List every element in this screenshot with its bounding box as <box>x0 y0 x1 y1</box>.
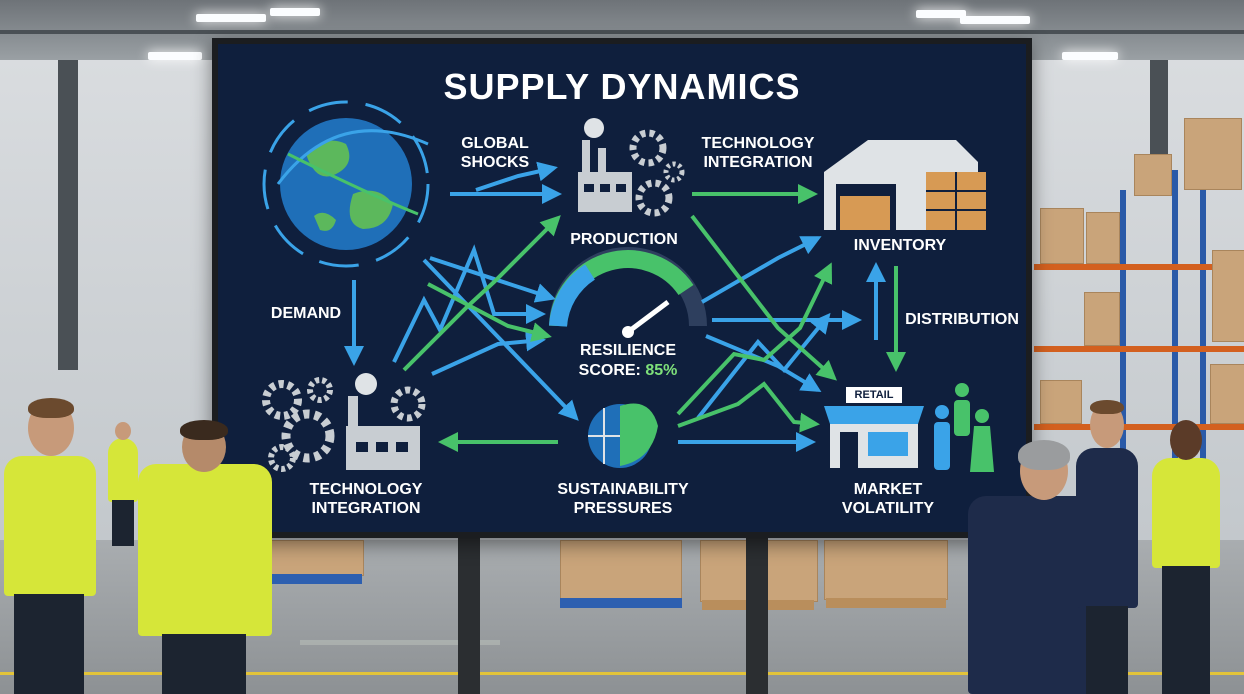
floor-reflection <box>300 640 500 645</box>
label-global-shocks: GLOBAL SHOCKS <box>460 135 530 171</box>
cargo-box <box>1210 364 1244 424</box>
floor-marking <box>0 672 1244 675</box>
worker-head <box>1170 420 1202 460</box>
worker-legs <box>14 594 84 694</box>
flow-arrows-blue <box>344 161 886 452</box>
label-market-volatility: MARKET VOLATILITY <box>841 481 935 517</box>
score-value: 85% <box>645 362 678 379</box>
score-label: SCORE: <box>578 362 641 379</box>
cargo-box <box>1184 118 1242 190</box>
label-technology-integration-top: TECHNOLOGY INTEGRATION <box>701 135 815 171</box>
warehouse-icon <box>824 140 986 230</box>
label-demand: DEMAND <box>270 305 342 322</box>
manager-hair <box>1090 400 1124 414</box>
rack-shelf <box>1034 264 1244 270</box>
cargo-box <box>1040 380 1082 424</box>
display-title: SUPPLY DYNAMICS <box>443 66 801 107</box>
label-distribution: DISTRIBUTION <box>905 311 1019 328</box>
ceiling-light <box>196 14 266 22</box>
worker-yellow-jacket <box>136 420 276 694</box>
ceiling-light <box>960 16 1030 24</box>
cargo-box <box>1134 154 1172 196</box>
store-icon <box>824 406 924 468</box>
manager-hair <box>1018 440 1070 470</box>
rack-upright <box>1172 170 1178 540</box>
display-stand-leg <box>458 538 480 694</box>
supply-dynamics-display: SUPPLY DYNAMICS GLOBAL SHOCKS TECHNOLOGY… <box>212 38 1032 538</box>
label-inventory: INVENTORY <box>853 237 947 254</box>
gear-icon <box>629 129 685 217</box>
worker-background <box>106 420 140 548</box>
diagram-graphics <box>262 100 994 472</box>
worker-hair <box>28 398 74 418</box>
hi-vis-jacket <box>138 464 272 636</box>
worker-legs <box>162 634 246 694</box>
label-technology-integration-bottom: TECHNOLOGY INTEGRATION <box>309 481 423 517</box>
ceiling-light <box>148 52 202 60</box>
worker-head <box>115 422 131 440</box>
people-icon <box>934 383 994 472</box>
worker-hair <box>180 420 228 440</box>
factory-icon <box>346 373 420 470</box>
label-sustainability-pressures: SUSTAINABILITY PRESSURES <box>557 481 689 517</box>
cargo-box <box>1086 212 1120 264</box>
cargo-box <box>1212 250 1244 342</box>
gear-icon <box>262 377 426 472</box>
hi-vis-vest <box>108 438 138 502</box>
pallet <box>826 598 946 608</box>
flow-arrows-green <box>402 184 906 452</box>
retail-sign: RETAIL <box>846 387 902 403</box>
cargo-box <box>824 540 948 600</box>
globe-icon <box>262 100 430 268</box>
resilience-score: SCORE: 85% <box>558 362 698 380</box>
pallet <box>262 574 362 584</box>
hi-vis-vest <box>4 456 96 596</box>
label-production: PRODUCTION <box>570 231 678 248</box>
ceiling-light <box>916 10 966 18</box>
roof-beam <box>0 30 1244 34</box>
cargo-box <box>560 540 682 600</box>
worker-legs <box>112 500 134 546</box>
manager-suit <box>1074 400 1140 694</box>
steel-column <box>58 60 78 370</box>
gauge-icon <box>549 247 707 338</box>
leaf-globe-icon <box>588 403 658 468</box>
cargo-box <box>262 540 364 576</box>
navy-suit <box>1076 448 1138 608</box>
cargo-box <box>1084 292 1120 346</box>
display-stand-leg <box>746 538 768 694</box>
factory-icon <box>578 118 632 212</box>
rack-shelf <box>1034 346 1244 352</box>
worker-right <box>1146 418 1226 694</box>
rack-upright <box>1120 190 1126 540</box>
manager-legs <box>1086 606 1128 694</box>
worker-legs <box>1162 566 1210 694</box>
hi-vis-vest <box>1152 458 1220 568</box>
resilience-label: RESILIENCE <box>579 342 676 359</box>
pallet <box>560 598 682 608</box>
ceiling-light <box>270 8 320 16</box>
steel-column <box>1150 60 1168 180</box>
rack-shelf <box>1034 424 1244 430</box>
worker-left <box>0 398 110 694</box>
ceiling-light <box>1062 52 1118 60</box>
cargo-box <box>1040 208 1084 264</box>
